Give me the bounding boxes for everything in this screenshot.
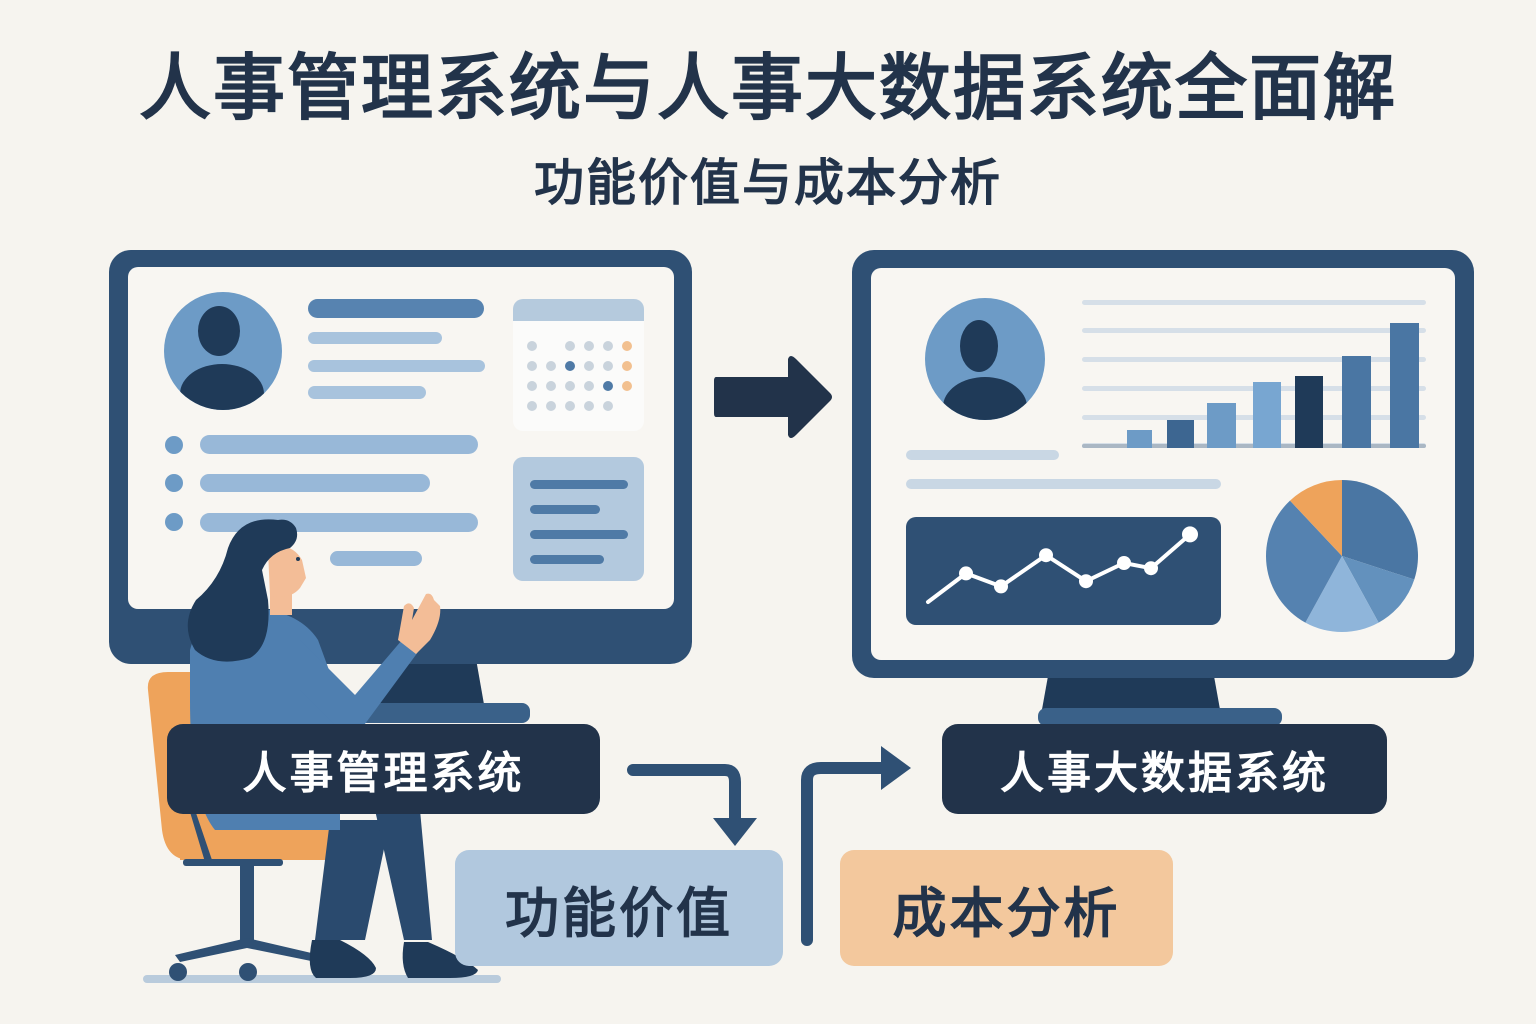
list-line-2	[200, 474, 430, 492]
calendar-day-dot	[527, 341, 537, 351]
right-monitor-base	[1038, 708, 1282, 726]
summary-line-2	[906, 479, 1221, 489]
list-bullet-1	[165, 436, 183, 454]
list-line-1	[200, 435, 478, 454]
hr-management-label: 人事管理系统	[167, 724, 600, 814]
calendar-day-dot	[565, 381, 575, 391]
calendar-day-dot	[546, 381, 556, 391]
cost-analysis-card: 成本分析	[840, 850, 1173, 966]
calendar-day-dot	[584, 381, 594, 391]
calendar-day-dot	[584, 361, 594, 371]
calendar-day-dot	[565, 341, 575, 351]
calendar-day-dot	[603, 341, 613, 351]
calendar-day-dot	[565, 361, 575, 371]
calendar-day-dot	[584, 341, 594, 351]
profile-line-1	[308, 299, 484, 318]
list-bullet-3	[165, 513, 183, 531]
calendar-day-dot	[622, 361, 632, 371]
profile-line-2	[308, 332, 442, 344]
calendar-day-dot	[546, 401, 556, 411]
page-title: 人事管理系统与人事大数据系统全面解	[138, 46, 1397, 130]
calendar-day-dot	[622, 341, 632, 351]
summary-line-1	[906, 450, 1059, 460]
calendar-day-dot	[584, 401, 594, 411]
profile-line-3	[308, 360, 485, 372]
elbow-up-right-arrow-icon	[801, 746, 911, 946]
left-monitor-base	[330, 703, 530, 723]
hr-big-data-label: 人事大数据系统	[942, 724, 1387, 814]
function-value-card: 功能价值	[455, 850, 783, 966]
calendar-day-dot	[603, 401, 613, 411]
pie-chart	[1266, 480, 1418, 632]
elbow-down-arrow-icon	[627, 764, 757, 846]
list-bullet-2	[165, 474, 183, 492]
line-chart-panel	[906, 517, 1221, 625]
right-arrow-icon	[714, 356, 832, 438]
notes-line-1	[530, 480, 628, 489]
user-avatar-icon	[925, 298, 1045, 420]
calendar-day-dot	[603, 381, 613, 391]
calendar-day-dot	[527, 381, 537, 391]
notes-line-2	[530, 505, 600, 514]
calendar-day-dot	[565, 401, 575, 411]
calendar-day-dot	[527, 361, 537, 371]
page-subtitle: 功能价值与成本分析	[534, 154, 1002, 212]
calendar-day-dot	[603, 361, 613, 371]
calendar-day-dot	[622, 381, 632, 391]
notes-line-3	[530, 530, 628, 539]
calendar-day-dot	[546, 361, 556, 371]
calendar-day-dot	[527, 401, 537, 411]
profile-line-4	[308, 386, 426, 399]
list-line-4	[330, 551, 422, 566]
user-avatar-icon	[164, 292, 282, 410]
line-chart	[926, 526, 1198, 604]
bar-chart	[1082, 300, 1426, 448]
notes-line-4	[530, 555, 604, 564]
